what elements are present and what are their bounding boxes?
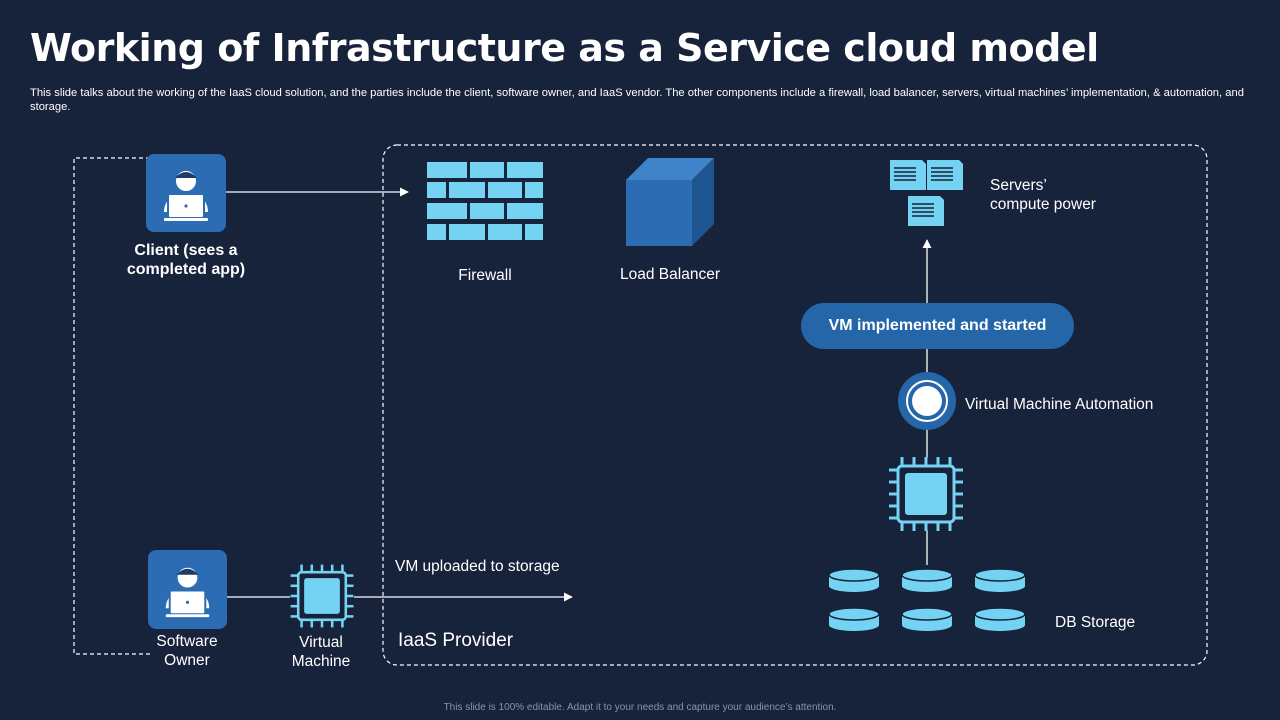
brick-wall-icon — [427, 162, 543, 240]
db-storage-label: DB Storage — [1055, 614, 1136, 631]
ring-icon — [898, 372, 956, 430]
iaas-provider-border — [382, 144, 1208, 666]
virtual-machine-chip-icon — [289, 563, 355, 629]
software-owner-label: Software Owner — [156, 633, 218, 669]
server-documents-icon — [889, 159, 964, 227]
virtual-machine-label: Virtual Machine — [291, 634, 351, 670]
page-title: Working of Infrastructure as a Service c… — [30, 26, 1099, 70]
software-owner-avatar — [148, 550, 227, 629]
vm-uploaded-label: VM uploaded to storage — [395, 558, 560, 575]
iaas-provider-label: IaaS Provider — [398, 630, 514, 651]
footer-note: This slide is 100% editable. Adapt it to… — [443, 702, 837, 713]
database-icon — [828, 568, 1026, 632]
load-balancer-label: Load Balancer — [620, 266, 720, 283]
client-zone-border — [73, 157, 150, 655]
servers-label: Servers’ compute power — [990, 177, 1096, 213]
cpu-chip-icon — [887, 455, 965, 533]
person-laptop-icon — [165, 565, 210, 618]
person-laptop-icon — [164, 169, 208, 221]
firewall-label: Firewall — [458, 267, 512, 284]
vm-started-pill: VM implemented and started — [801, 303, 1074, 349]
cube-icon — [626, 158, 714, 246]
client-avatar — [146, 154, 226, 232]
page-subtitle: This slide talks about the working of th… — [30, 87, 1244, 113]
vm-automation-label: Virtual Machine Automation — [965, 396, 1154, 413]
client-label: Client (sees a completed app) — [126, 242, 246, 278]
